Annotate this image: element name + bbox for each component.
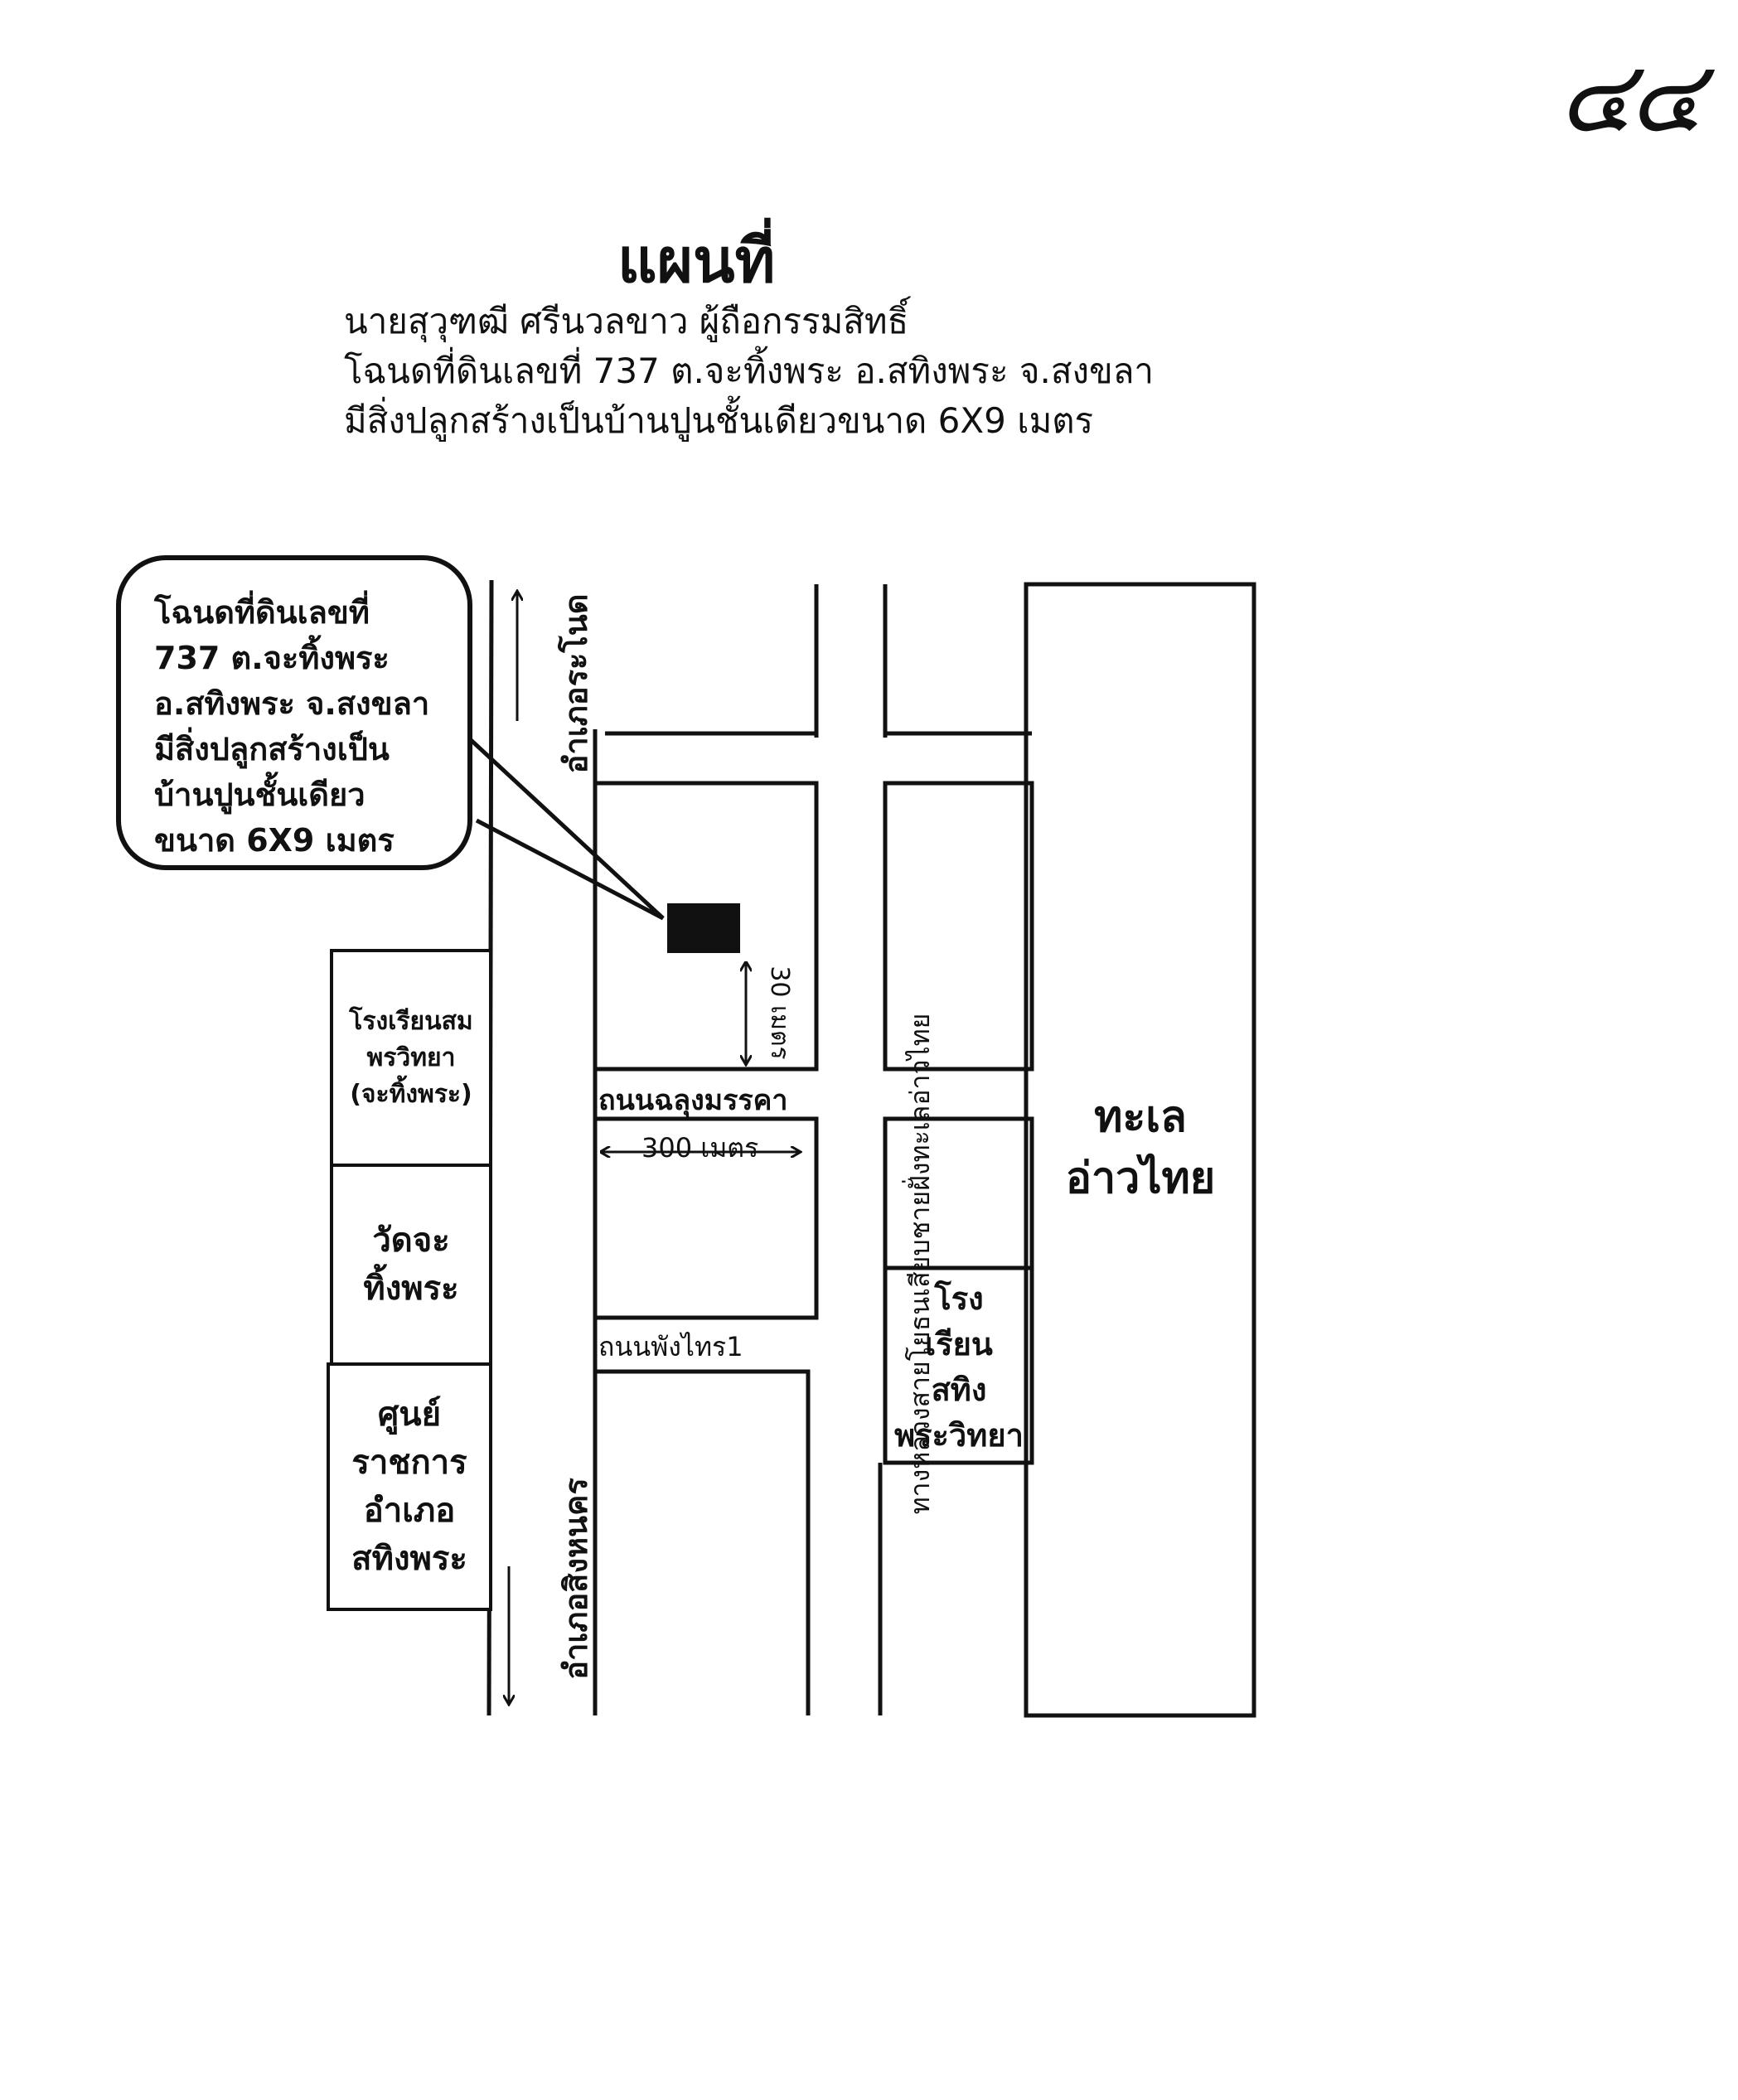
callout-line: มีสิ่งปลูกสร้างเป็น [154, 731, 390, 767]
building-line: มีสิ่งปลูกสร้างเป็นบ้านปูนชั้นเดียวขนาด … [344, 400, 1094, 441]
place-label: สทิงพระ [351, 1540, 467, 1578]
sea-label: ทะเล อ่าวไทย [1029, 1086, 1251, 1210]
block-school-sathing [883, 1265, 1034, 1465]
place-label: พรวิทยา [366, 1043, 456, 1072]
school-sathing-label: โรง เรียน สทิง พระวิทยา [888, 1280, 1029, 1454]
callout-line: ขนาด 6X9 เมตร [154, 822, 395, 859]
road-label-chalung: ถนนฉลุงมรรคา [598, 1084, 788, 1117]
place-label: อ่าวไทย [1065, 1154, 1216, 1203]
road-label-north: อำเภอระโนด [558, 593, 594, 774]
block-middle [593, 1116, 819, 1320]
page-number: ๔๔ [1558, 40, 1704, 155]
school-somphon-box: โรงเรียนสม พรวิทยา (จะทิ้งพระ) [330, 949, 492, 1167]
place-label: วัดจะ [372, 1222, 450, 1260]
wat-box: วัดจะ ทิ้งพระ [330, 1164, 492, 1366]
road-label-highway: ทางหลวงสายโยธนเสียบชายฝั่งทะเลอ่าวไทย [904, 1013, 936, 1515]
place-label: (จะทิ้งพระ) [350, 1079, 472, 1109]
gov-center-box: ศูนย์ ราชการ อำเภอ สทิงพระ [327, 1362, 492, 1611]
deed-line: โฉนดที่ดินเลขที่ 737 ต.จะทิ้งพระ อ.สทิงพ… [344, 351, 1155, 391]
place-label: ราชการ [351, 1444, 467, 1482]
distance-label-vertical: 30 เมตร [765, 965, 794, 1060]
place-label: อำเภอ [363, 1492, 456, 1530]
place-label: ทิ้งพระ [363, 1270, 459, 1308]
distance-label-horizontal: 300 เมตร [641, 1132, 759, 1164]
place-label: ศูนย์ [377, 1396, 442, 1434]
callout-line: อ.สทิงพระ จ.สงขลา [154, 685, 430, 722]
place-label: พระวิทยา [894, 1417, 1024, 1454]
block-property [593, 781, 819, 1072]
callout-line: โฉนดที่ดินเลขที่ [154, 594, 370, 631]
sea-area [1024, 582, 1256, 1718]
deed-callout: โฉนดที่ดินเลขที่ 737 ต.จะทิ้งพระ อ.สทิงพ… [116, 555, 472, 870]
callout-pointer [467, 736, 665, 921]
callout-line: บ้านปูนชั้นเดียว [154, 777, 366, 813]
road-label-phangthai: ถนนพังไทร1 [598, 1331, 743, 1362]
house-marker [667, 903, 740, 953]
road-label-south: อำเภอสิงหนคร [558, 1478, 594, 1680]
place-label: โรง [934, 1280, 984, 1317]
page-title: แผนที่ [617, 225, 776, 297]
place-label: เรียน [925, 1326, 993, 1362]
block-east-1 [883, 781, 1034, 1072]
block-south-west [595, 1369, 811, 1715]
place-label: สทิง [931, 1372, 987, 1408]
place-label: โรงเรียนสม [349, 1006, 473, 1036]
callout-line: 737 ต.จะทิ้งพระ [154, 640, 390, 676]
owner-line: นายสุวุฑฒี ศรีนวลขาว ผู้ถือกรรมสิทธิ์ [344, 301, 909, 341]
place-label: ทะเล [1094, 1092, 1187, 1142]
